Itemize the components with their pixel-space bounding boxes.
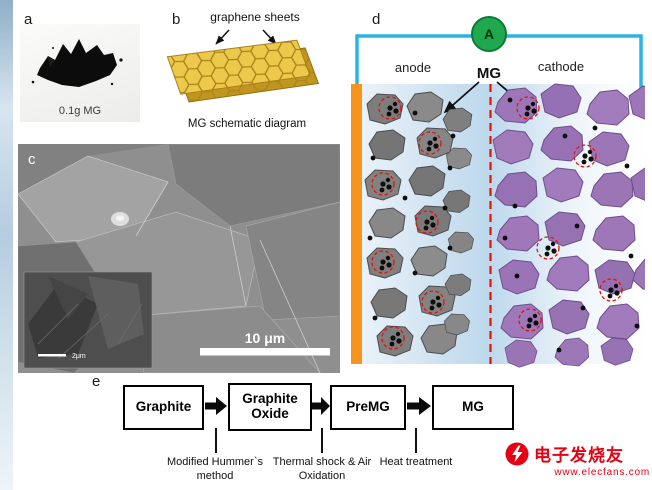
step-label-heat-treatment: Heat treatment [379,456,453,468]
graphene-sheet-stack [166,39,320,103]
inset-scale-label: 2μm [72,353,86,360]
elecfans-logo-icon [505,442,529,465]
panel-a-label: a [24,11,33,28]
current-collector [351,84,362,364]
synthesis-flowchart: e Graphite Graphite Oxide PreMG MG Modif… [90,374,565,488]
cathode-label: cathode [538,59,584,74]
panel-d-label: d [372,11,381,28]
wallpaper-edge-strip [0,0,13,490]
mg-schematic-graphic [166,29,320,103]
ammeter-symbol: A [471,16,507,52]
inset-scale-bar [38,354,66,357]
mg-dots-anode [367,101,456,347]
annotation-arrow-icon [215,29,230,45]
watermark: 电子发烧友 www.elecfans.com [505,441,650,485]
step-tick [321,428,323,453]
photo-caption: 0.1g MG [58,105,102,117]
sem-inset: 2μm [23,271,153,369]
flow-box-graphite-oxide: Graphite Oxide [228,383,312,431]
watermark-url: www.elecfans.com [554,467,650,478]
anode-label: anode [395,60,431,75]
sem-image: 2μm 10 μm [18,144,340,373]
mg-schematic-caption: MG schematic diagram [187,118,307,130]
step-tick [215,428,217,453]
svg-text:A: A [484,26,494,42]
flow-box-graphite: Graphite [123,385,204,430]
panel-c-label: c [28,151,36,168]
powder-blob-graphic [31,39,123,87]
flow-arrow-icon [407,397,431,415]
watermark-brand: 电子发烧友 [534,446,624,465]
scale-bar-label: 10 μm [245,330,285,346]
flow-arrow-icon [312,397,330,415]
step-label-hummers: Modified Hummer`s method [167,456,263,483]
mg-dots-cathode [502,97,640,353]
scale-bar [200,348,330,356]
battery-schematic: A anode MG cathode [351,16,645,368]
flow-box-mg: MG [432,385,514,430]
annotation-arrow-icon [262,29,277,45]
panel-b-label: b [172,11,181,28]
mg-powder-photo: 0.1g MG [20,24,140,122]
step-label-thermal-shock: Thermal shock & Air Oxidation [272,456,372,483]
flow-arrow-icon [205,397,227,415]
step-tick [415,428,417,453]
mg-label: MG [477,65,501,82]
graphene-sheets-annotation: graphene sheets [210,10,300,24]
panel-e-label: e [92,373,101,390]
mg-pointer-arrow-icon [443,81,480,114]
flow-box-premg: PreMG [330,385,406,430]
